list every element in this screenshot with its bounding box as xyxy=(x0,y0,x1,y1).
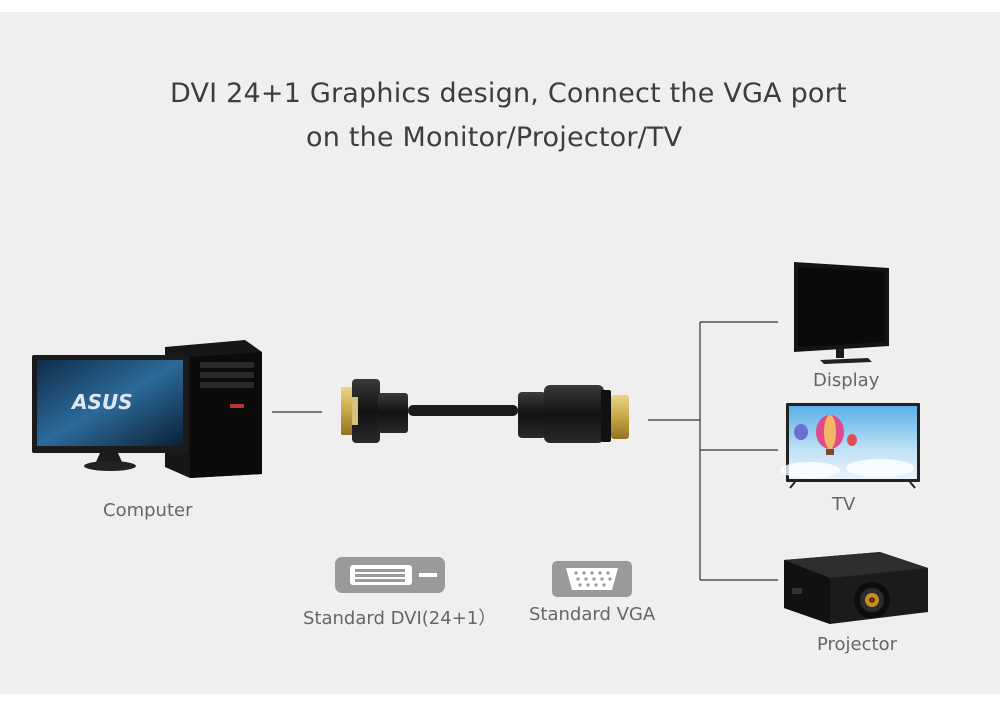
headline-line-1: DVI 24+1 Graphics design, Connect the VG… xyxy=(170,78,847,109)
display-monitor-icon xyxy=(794,262,889,364)
projector-icon xyxy=(784,552,928,624)
computer-icon: ASUS xyxy=(32,340,262,478)
diagram-art: ASUS xyxy=(32,262,928,624)
headline-line-2: on the Monitor/Projector/TV xyxy=(306,122,683,153)
asus-logo: ASUS xyxy=(70,390,133,414)
projector-label: Projector xyxy=(817,634,897,655)
standard-dvi-label: Standard DVI(24+1） xyxy=(303,608,497,629)
computer-label: Computer xyxy=(103,500,193,521)
dvi-port-icon xyxy=(335,557,445,593)
standard-vga-label: Standard VGA xyxy=(529,604,656,625)
tv-icon xyxy=(780,403,920,489)
display-label: Display xyxy=(813,370,880,391)
dvi-vga-cable-icon xyxy=(341,379,629,443)
vga-port-icon xyxy=(552,561,632,597)
tv-label: TV xyxy=(832,494,856,515)
